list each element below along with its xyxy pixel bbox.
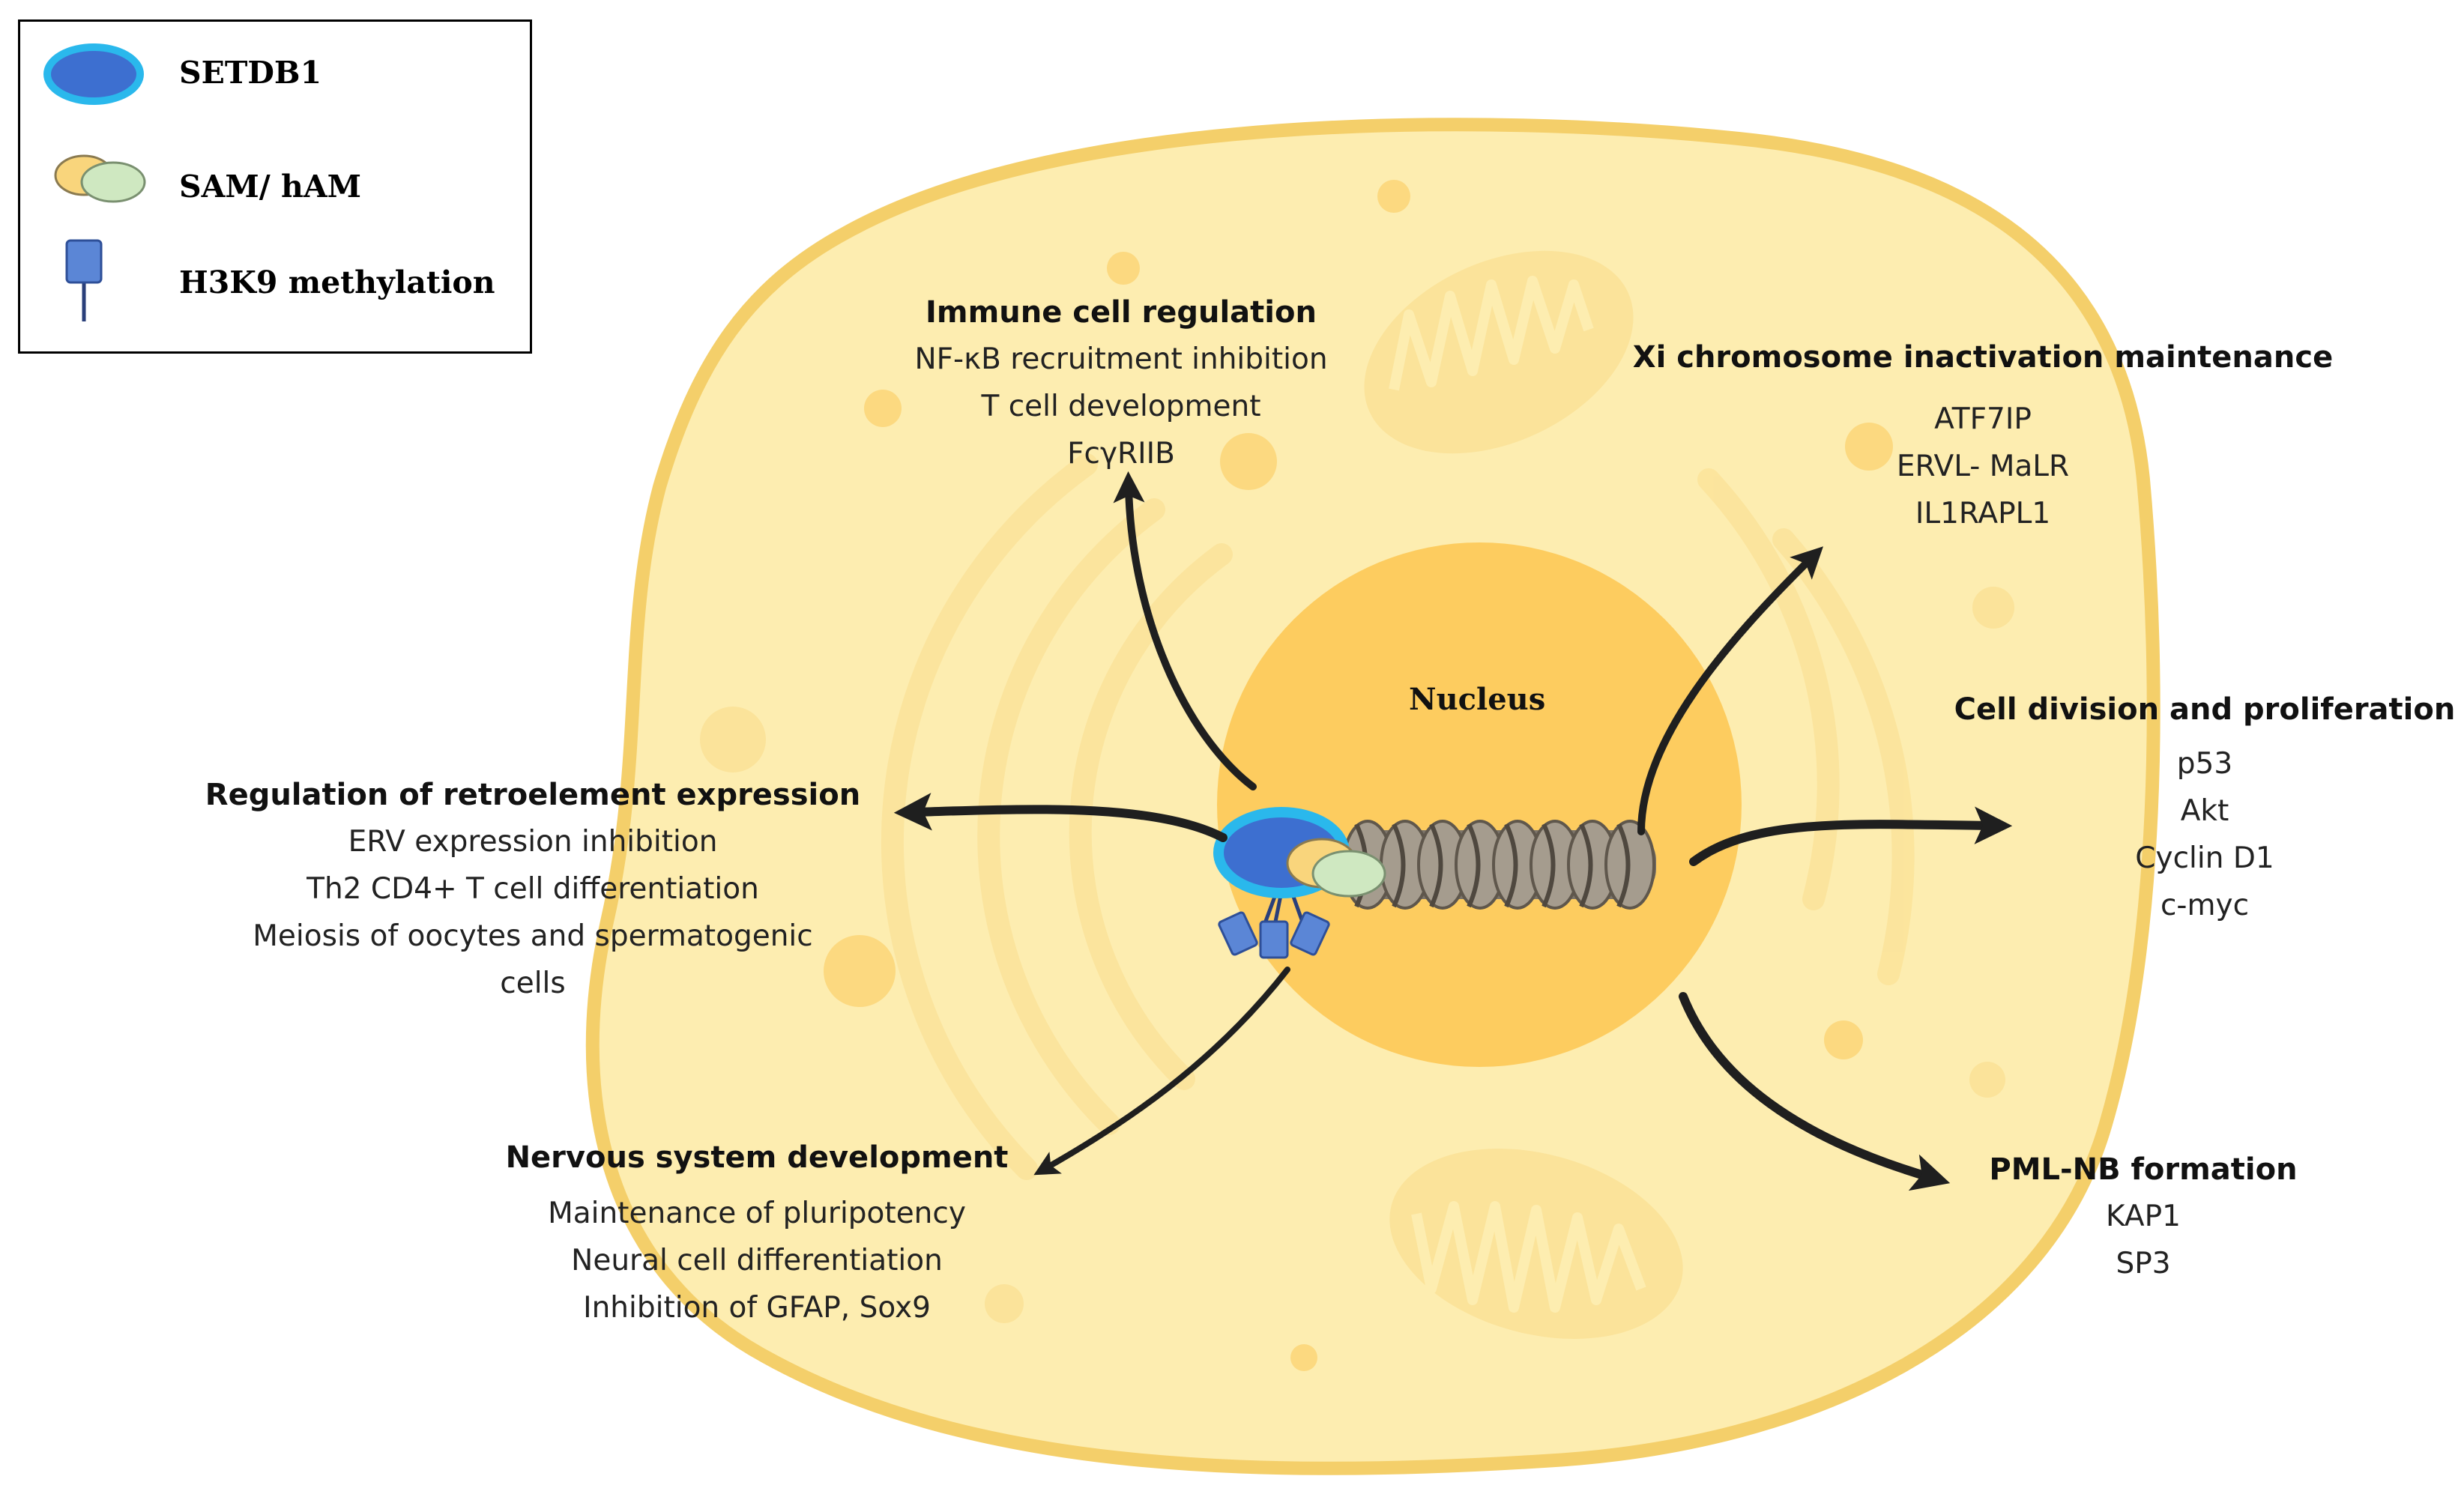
division-item: p53 xyxy=(2176,747,2233,781)
immune-item: FcγRIIB xyxy=(1067,437,1175,471)
arrow-pml xyxy=(1679,992,1951,1191)
setdb1-complex xyxy=(1213,807,1386,959)
arrow-nervous xyxy=(1033,967,1290,1176)
nervous-item: Maintenance of pluripotency xyxy=(548,1197,966,1230)
mitochondrion-top xyxy=(1364,250,1634,454)
xi-block: Xi chromosome inactivation maintenance A… xyxy=(1631,334,2335,537)
pml-heading: PML-NB formation xyxy=(1989,1152,2298,1187)
division-item: Cyclin D1 xyxy=(2135,841,2274,875)
arrow-division xyxy=(1689,806,2013,866)
xi-item: IL1RAPL1 xyxy=(1915,497,2051,530)
legend-label-sam: SAM/ hAM xyxy=(179,169,362,205)
chromatin xyxy=(1341,820,1656,910)
nervous-item: Neural cell differentiation xyxy=(571,1244,943,1277)
immune-item: T cell development xyxy=(981,390,1261,423)
immune-heading: Immune cell regulation xyxy=(925,295,1317,330)
pml-item: KAP1 xyxy=(2106,1200,2181,1233)
h3k9-legend-icon xyxy=(65,239,103,321)
setdb1-legend-icon xyxy=(43,43,144,105)
nervous-item: Inhibition of GFAP, Sox9 xyxy=(583,1291,931,1325)
arrow-retro xyxy=(893,793,1228,842)
nucleus xyxy=(1217,542,1742,1067)
retro-heading: Regulation of retroelement expression xyxy=(205,778,861,812)
retro-item: Meiosis of oocytes and spermatogenic xyxy=(253,919,813,953)
nervous-heading: Nervous system development xyxy=(505,1140,1009,1175)
vesicles xyxy=(700,180,2014,1371)
retro-block: Regulation of retroelement expression ER… xyxy=(199,772,866,1007)
legend-label-h3k9: H3K9 methylation xyxy=(179,264,495,300)
xi-item: ATF7IP xyxy=(1934,402,2032,436)
xi-heading: Xi chromosome inactivation maintenance xyxy=(1632,340,2334,375)
mitochondrion-bottom xyxy=(1389,1149,1683,1339)
division-block: Cell division and proliferation p53 Akt … xyxy=(1950,686,2460,929)
retro-item: cells xyxy=(500,967,566,1000)
division-item: c-myc xyxy=(2160,889,2250,922)
legend-symbols xyxy=(43,43,146,321)
nervous-block: Nervous system development Maintenance o… xyxy=(465,1134,1049,1331)
division-heading: Cell division and proliferation xyxy=(1954,692,2456,727)
immune-block: Immune cell regulation NF-κB recruitment… xyxy=(874,289,1368,477)
retro-item: ERV expression inhibition xyxy=(348,825,718,859)
arrow-xi xyxy=(1637,546,1823,835)
immune-item: NF-κB recruitment inhibition xyxy=(914,342,1328,376)
retro-item: Th2 CD4+ T cell differentiation xyxy=(307,872,759,906)
division-item: Akt xyxy=(2180,794,2229,828)
pml-item: SP3 xyxy=(2116,1247,2171,1280)
legend-label-setdb1: SETDB1 xyxy=(179,55,322,91)
nucleus-label: Nucleus xyxy=(1409,682,1546,717)
ham-legend-icon xyxy=(80,161,146,203)
pml-block: PML-NB formation KAP1 SP3 xyxy=(1926,1146,2361,1287)
xi-item: ERVL- MaLR xyxy=(1896,450,2070,483)
legend: SETDB1 SAM/ hAM H3K9 methylation xyxy=(18,19,532,354)
arrow-immune xyxy=(1113,471,1257,790)
arrows xyxy=(893,471,2013,1191)
